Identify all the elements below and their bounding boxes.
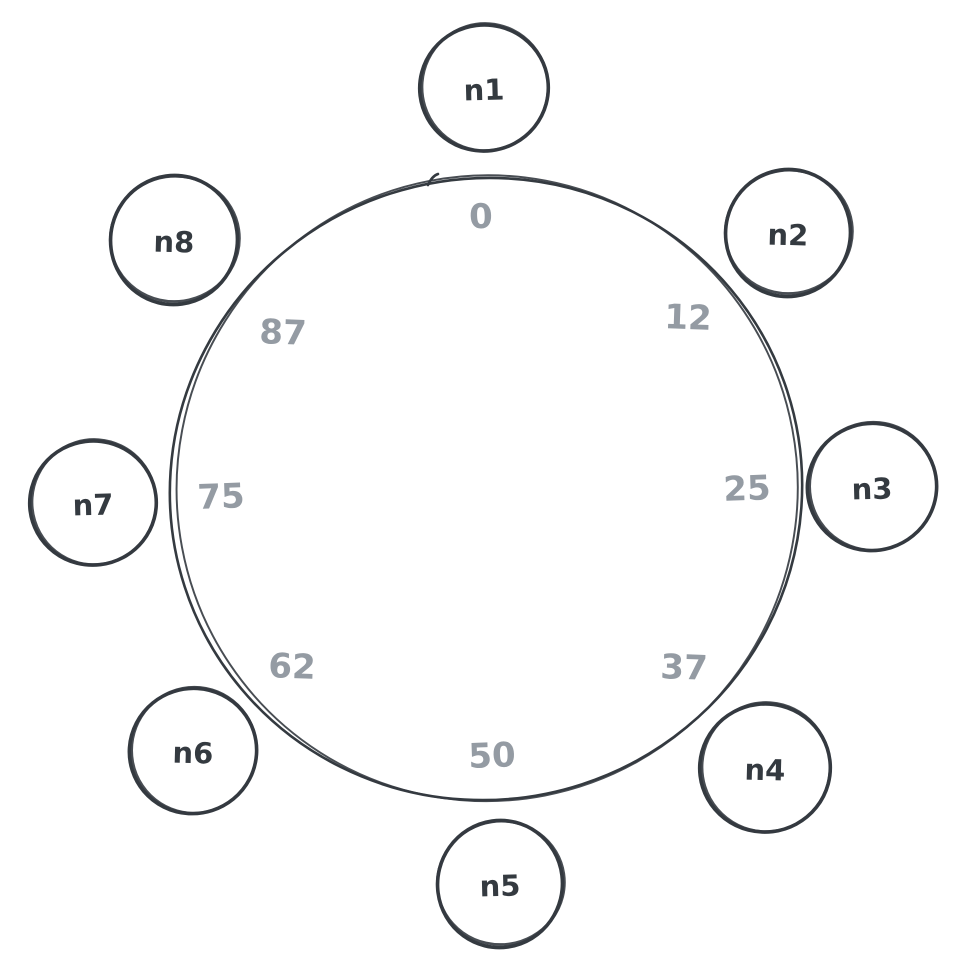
ring-tick-label: 37 [660,647,709,689]
sketch-circle-overstroke [420,22,550,152]
sketch-circle-overstroke [30,438,158,566]
node-label: n5 [479,868,521,903]
ring-tick-label: 25 [723,468,772,510]
node-label: n6 [172,735,214,770]
sketch-circle-overstroke [808,420,939,552]
ring-tick-label: 12 [664,297,713,339]
ring-node-n3: n3 [805,420,939,553]
node-label: n1 [463,72,505,107]
sketch-circle-stroke [168,176,804,802]
ring-tick-label: 62 [268,646,317,688]
sketch-circle-overstroke [130,685,259,815]
sketch-circle-overstroke [435,819,566,946]
ring-node-n6: n6 [127,685,259,816]
ring-tick-label: 50 [468,735,517,777]
sketch-circle-overstroke [175,174,799,803]
ring-node-n1: n1 [417,22,551,153]
ring-node-n2: n2 [723,167,854,299]
sketch-circle-overstroke [108,174,241,303]
ring-node-n5: n5 [435,818,566,950]
ring-stroke-start-flick [426,172,440,187]
ring-tick-label: 87 [259,312,308,354]
node-label: n3 [851,471,893,506]
ring-tick-label: 0 [468,197,493,238]
ring-node-n8: n8 [108,173,241,307]
ring-node-n4: n4 [697,701,833,834]
sketch-circle-overstroke [700,701,832,833]
ring-circle [168,172,804,803]
node-label: n7 [72,487,114,522]
ring-node-n7: n7 [27,438,159,567]
node-label: n4 [744,752,786,787]
node-label: n8 [153,224,195,259]
node-label: n2 [767,217,809,252]
ring-tick-label: 75 [197,476,246,518]
sketch-circle-overstroke [723,168,854,295]
